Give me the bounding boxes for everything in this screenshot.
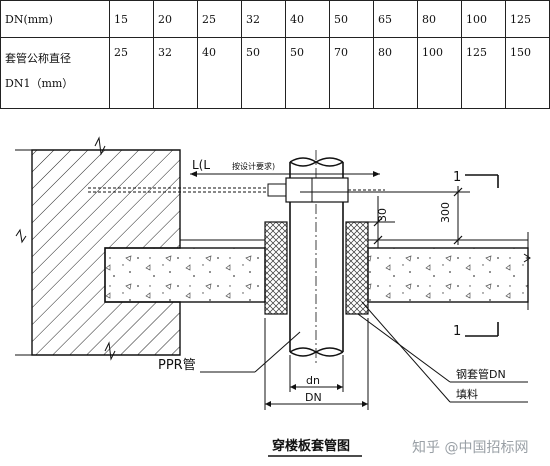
section-mark-label: 1 <box>453 324 461 339</box>
caption-text: 穿楼板套管图 <box>272 438 350 454</box>
table-cell: 80 <box>373 37 418 109</box>
table-row: DN(mm) 15 20 25 32 40 50 65 80 100 125 <box>0 0 550 38</box>
table-cell: 80 <box>417 0 462 38</box>
table-cell: 25 <box>109 37 154 109</box>
filler-label: 填料 <box>456 387 478 401</box>
table-cell: 20 <box>153 0 198 38</box>
section-mark-top: 1 <box>453 170 499 188</box>
row-header-dn: DN(mm) <box>0 0 110 38</box>
diameter-dimensions: dn DN <box>264 318 369 410</box>
steel-sleeve-label: 钢套管DN <box>456 367 506 381</box>
dimension-300: 300 <box>300 186 470 245</box>
table-cell: 100 <box>461 0 506 38</box>
table-cell: 40 <box>197 37 242 109</box>
table-cell: 15 <box>109 0 154 38</box>
dn-small-label: dn <box>306 374 320 387</box>
row-header-line1: 套管公称直径 <box>5 52 71 65</box>
dim-300-label: 300 <box>439 202 452 223</box>
table-cell: 125 <box>505 0 550 38</box>
dim-30-label: 30 <box>376 208 389 222</box>
table-cell: 25 <box>197 0 242 38</box>
steel-sleeve <box>264 221 369 315</box>
table-cell: 50 <box>285 37 330 109</box>
row-header-sleeve: 套管公称直径 DN1（mm） <box>0 37 110 109</box>
floor-sleeve-diagram: L(L 按设计要求) 30 300 1 1 PPR管 <box>15 136 531 457</box>
length-label: L(L <box>192 158 210 172</box>
table-row: 套管公称直径 DN1（mm） 25 32 40 50 50 70 80 100 1… <box>0 37 550 109</box>
dimension-30: 30 <box>350 196 395 248</box>
sleeve-leaders: 钢套管DN 填料 <box>357 301 528 403</box>
diagram-caption: 穿楼板套管图 <box>268 438 362 457</box>
table-cell: 70 <box>329 37 374 109</box>
section-mark-label: 1 <box>453 170 461 185</box>
table-cell: 125 <box>461 37 506 109</box>
table-cell: 50 <box>241 37 286 109</box>
pipe-size-table: DN(mm) 15 20 25 32 40 50 65 80 100 125 套… <box>0 0 550 109</box>
table-cell: 50 <box>329 0 374 38</box>
floor-slab-left <box>104 239 266 303</box>
section-mark-bottom: 1 <box>453 322 499 339</box>
table-cell: 65 <box>373 0 418 38</box>
ppr-leader: PPR管 <box>158 331 301 373</box>
row-header-line2: DN1（mm） <box>5 77 74 90</box>
table-cell: 32 <box>153 37 198 109</box>
ppr-label: PPR管 <box>158 358 196 373</box>
length-dimension: L(L 按设计要求) <box>88 158 385 203</box>
table-cell: 32 <box>241 0 286 38</box>
watermark: 知乎 @中国招标网 <box>412 439 528 456</box>
length-note: 按设计要求) <box>232 161 275 171</box>
table-cell: 150 <box>505 37 550 109</box>
table-cell: 100 <box>417 37 462 109</box>
table-cell: 40 <box>285 0 330 38</box>
floor-slab-right <box>367 232 531 310</box>
dn-large-label: DN <box>305 391 322 404</box>
